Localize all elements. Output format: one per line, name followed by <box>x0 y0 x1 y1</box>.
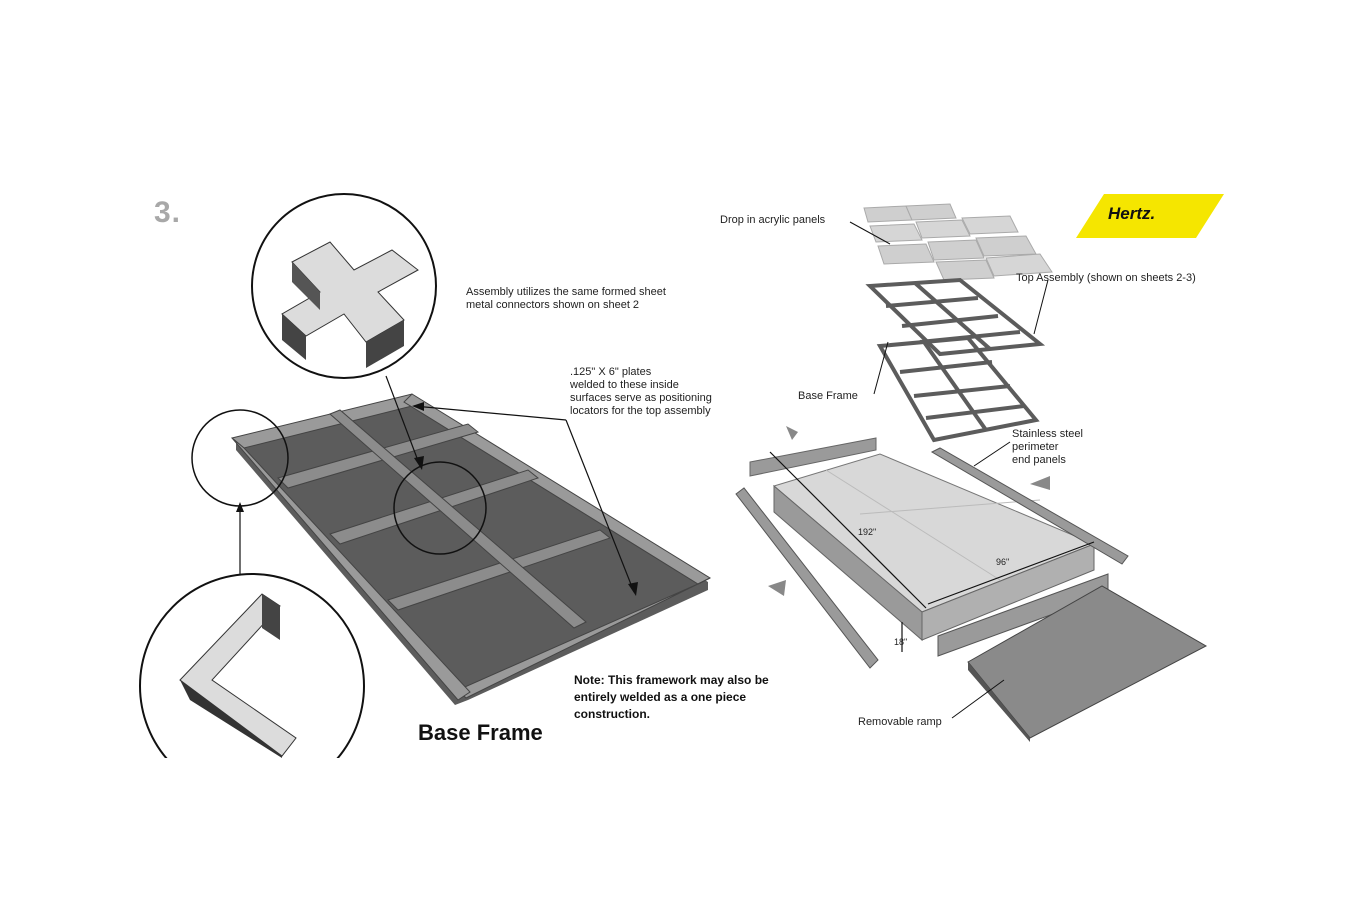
cross-connector-icon <box>281 241 419 368</box>
frame-outer-side <box>236 398 708 705</box>
frame-crossbar-3 <box>387 529 612 611</box>
step-number: 3. <box>154 196 182 229</box>
dim-length-label: 192" <box>858 527 877 537</box>
ramp-label: Removable ramp <box>858 716 942 728</box>
assembly-note: Assembly utilizes the same formed sheet … <box>466 286 666 311</box>
end-panel-front <box>937 573 1109 657</box>
frame-rail-bottom <box>457 577 711 699</box>
frame-crossbar-2 <box>329 469 540 545</box>
acrylic-panels <box>863 203 1053 281</box>
end-panels-label: Stainless steel perimeter end panels <box>1012 428 1083 466</box>
cross-detail-circle <box>393 461 487 555</box>
acrylic-panels-label: Drop in acrylic panels <box>720 214 826 226</box>
dim-width-label: 96" <box>996 557 1010 567</box>
frame-center-member <box>329 409 587 629</box>
top-assembly-frame <box>865 277 1046 357</box>
top-assembly-label: Top Assembly (shown on sheets 2-3) <box>1016 272 1196 284</box>
base-frame-caption: Base Frame <box>418 720 543 745</box>
dim-width-line <box>927 541 1095 605</box>
exploded-base-frame <box>876 335 1040 443</box>
hertz-logo: Hertz. <box>1108 204 1156 223</box>
plates-note: .125" X 6" plates welded to these inside… <box>570 366 712 417</box>
removable-ramp <box>967 585 1208 739</box>
corner-connector-icon <box>179 593 297 758</box>
framework-note: Note: This framework may also be entirel… <box>574 673 769 721</box>
platform-base <box>772 453 1096 642</box>
end-panel-top <box>749 437 877 477</box>
assembly-arrows <box>768 426 1050 596</box>
base-frame-drawing <box>139 193 712 799</box>
dim-length-line <box>769 451 927 609</box>
frame-rail-left <box>231 437 471 701</box>
dim-height-label: 18" <box>894 637 908 647</box>
base-frame-label: Base Frame <box>798 390 858 402</box>
